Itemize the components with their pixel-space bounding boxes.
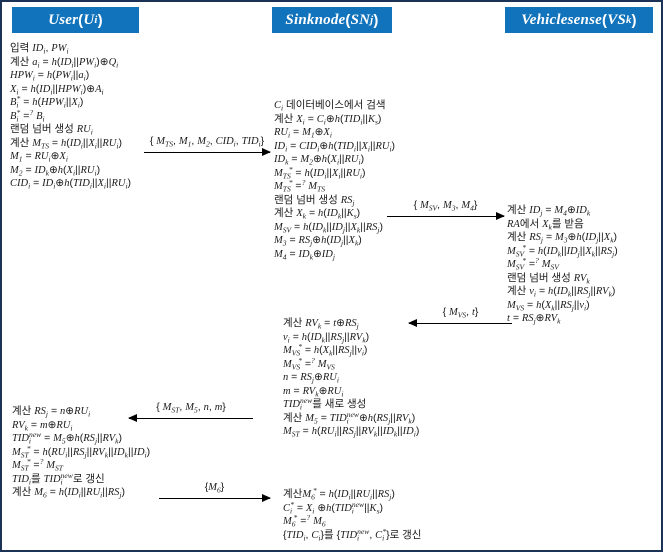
message-label: { MST, M5, n, m} [156, 401, 226, 415]
formula-line: 랜덤 넘버 생성 RSj [274, 193, 355, 207]
formula-line: 계산 RVk = t⊕RSj [283, 317, 359, 331]
message-label: { MSV, M3, M4} [413, 199, 478, 213]
formula-line: M4 = IDk⊕IDj [274, 247, 335, 261]
formula-line: 계산 Xk = h(IDk||Ks) [274, 207, 361, 221]
formula-line: 계산M6* = h(IDi||RUi||RSj) [283, 486, 395, 502]
arrowhead-left-icon [408, 318, 417, 327]
formula-line: n = RSj⊕RUi [283, 371, 339, 385]
formula-line: 랜덤 넘버 생성 RUi [10, 123, 93, 137]
message-arrow-sink-to-user: { MST, M5, n, m} [128, 400, 253, 422]
formula-line: M2 = IDk⊕h(Xi||RUi) [10, 163, 101, 177]
formula-line: RUi = M1⊕Xi [274, 126, 332, 140]
formula-line: TIDinew = M5⊕h(RSj||RVk) [12, 430, 123, 446]
formula-line: IDk = M2⊕h(Xi||RUi) [274, 153, 365, 167]
formula-line: MST = h(RUi||RSj||RVk||IDk||IDi) [283, 425, 420, 439]
formula-line: 계산 Xi = Ci⊕h(TIDi||Ks) [274, 112, 382, 126]
formula-line: MTS* = h(IDi||Xi||RUi) [274, 164, 366, 180]
formula-line: M3 = RSj⊕h(IDj||Xk) [274, 234, 362, 248]
message-label: { MTS, M1, M2, CIDi, TIDi} [149, 135, 265, 149]
formula-line: MSV* =? MSV [507, 256, 559, 272]
formula-line: {TIDi, Ci}를 {TIDinew, Ci*}로 갱신 [283, 526, 422, 542]
formula-line: HPWi = h(PWi||ai) [10, 69, 90, 83]
message-arrow-sink-to-vehicle: { MSV, M3, M4} [387, 198, 505, 220]
formula-line: 계산 ai = h(IDi||PWi)⊕Qi [10, 55, 119, 69]
arrow-line [159, 493, 271, 502]
formula-line: vi = h(IDk||RSj||RVk) [283, 330, 370, 344]
formula-line: MST* = h(RUi||RSj||RVk||IDk||IDi) [12, 443, 151, 459]
formula-line: 계산 vi = h(IDk||RSj||RVk) [507, 285, 616, 299]
formula-line: Ci 데이터베이스에서 검색 [274, 99, 386, 113]
formula-line: IDi = CIDi⊕h(TIDi||Xi||RUi) [274, 139, 396, 153]
arrow-line [387, 211, 505, 220]
arrow-line [408, 318, 512, 327]
message-arrow-vehicle-to-sink: { MVS, t} [408, 305, 512, 327]
formula-line: MSV = h(IDk||IDj||Xk||RSj) [274, 220, 383, 234]
formula-line: MST* =? MST [12, 457, 64, 473]
formula-line: t = RSj⊕RVk [507, 312, 561, 326]
formula-line: Bi* =? Bi [10, 107, 45, 123]
formula-line: 계산 RSj = M3⊕h(IDj||Xk) [507, 231, 618, 245]
formula-line: Xi = h(IDi||HPWi)⊕Ai [10, 82, 104, 96]
arrowhead-right-icon [262, 147, 271, 156]
formula-line: 계산 M5 = TIDinew⊕h(RSj||RVk) [283, 409, 416, 425]
message-label: {M6} [204, 481, 225, 495]
formula-line: M6* =? M6 [283, 513, 326, 529]
message-arrow-user-to-sink-2: {M6} [159, 480, 271, 502]
sink-steps-block-3: 계산M6* = h(IDi||RUi||RSj)Ci* = Xi ⊕h(TIDi… [283, 486, 422, 542]
message-label: { MVS, t} [442, 306, 479, 320]
formula-line: 계산 M6 = h(IDi||RUi||RSj) [12, 486, 126, 500]
formula-line: RVk = m⊕RUi [12, 418, 73, 432]
arrowhead-right-icon [496, 211, 505, 220]
formula-line: 랜덤 넘버 생성 RVk [507, 271, 590, 285]
formula-line: MTS* =? MTS [274, 178, 326, 194]
formula-line: MVS = h(Xk||RSj||vi) [507, 298, 590, 312]
formula-line: 계산 IDj = M4⊕IDk [507, 204, 591, 218]
formula-line: M1 = RUi⊕Xi [10, 150, 68, 164]
formula-line: Ci* = Xi ⊕h(TIDinew||Ks) [283, 499, 383, 515]
formula-line: MVS* = h(Xk||RSj||vi) [283, 342, 368, 358]
formula-line: 계산 MTS = h(IDi||Xi||RUi) [10, 136, 122, 150]
formula-line: TIDinew를 새로 생성 [283, 396, 367, 412]
message-arrow-user-to-sink-1: { MTS, M1, M2, CIDi, TIDi} [144, 134, 271, 156]
formula-line: 입력 IDi, PWi [10, 42, 69, 56]
formula-line: 계산 RSj = n⊕RUi [12, 405, 91, 419]
arrowhead-left-icon [128, 413, 137, 422]
formula-line: RA에서 Xk를 받음 [507, 217, 584, 231]
formula-line: CIDi = IDi⊕h(TIDi||Xi||RUi) [10, 177, 132, 191]
formula-line: MVS* =? MVS [283, 355, 335, 371]
arrow-line [144, 147, 271, 156]
arrowhead-right-icon [262, 493, 271, 502]
formula-line: MSV* = h(IDk||IDj||Xk||RSj) [507, 242, 618, 258]
formula-line: TIDi를 TIDinew로 갱신 [12, 470, 105, 486]
arrow-line [128, 413, 253, 422]
formula-line: Bi* = h(HPWi||Xi) [10, 94, 84, 110]
formula-line: m = RVk⊕RUi [283, 384, 344, 398]
